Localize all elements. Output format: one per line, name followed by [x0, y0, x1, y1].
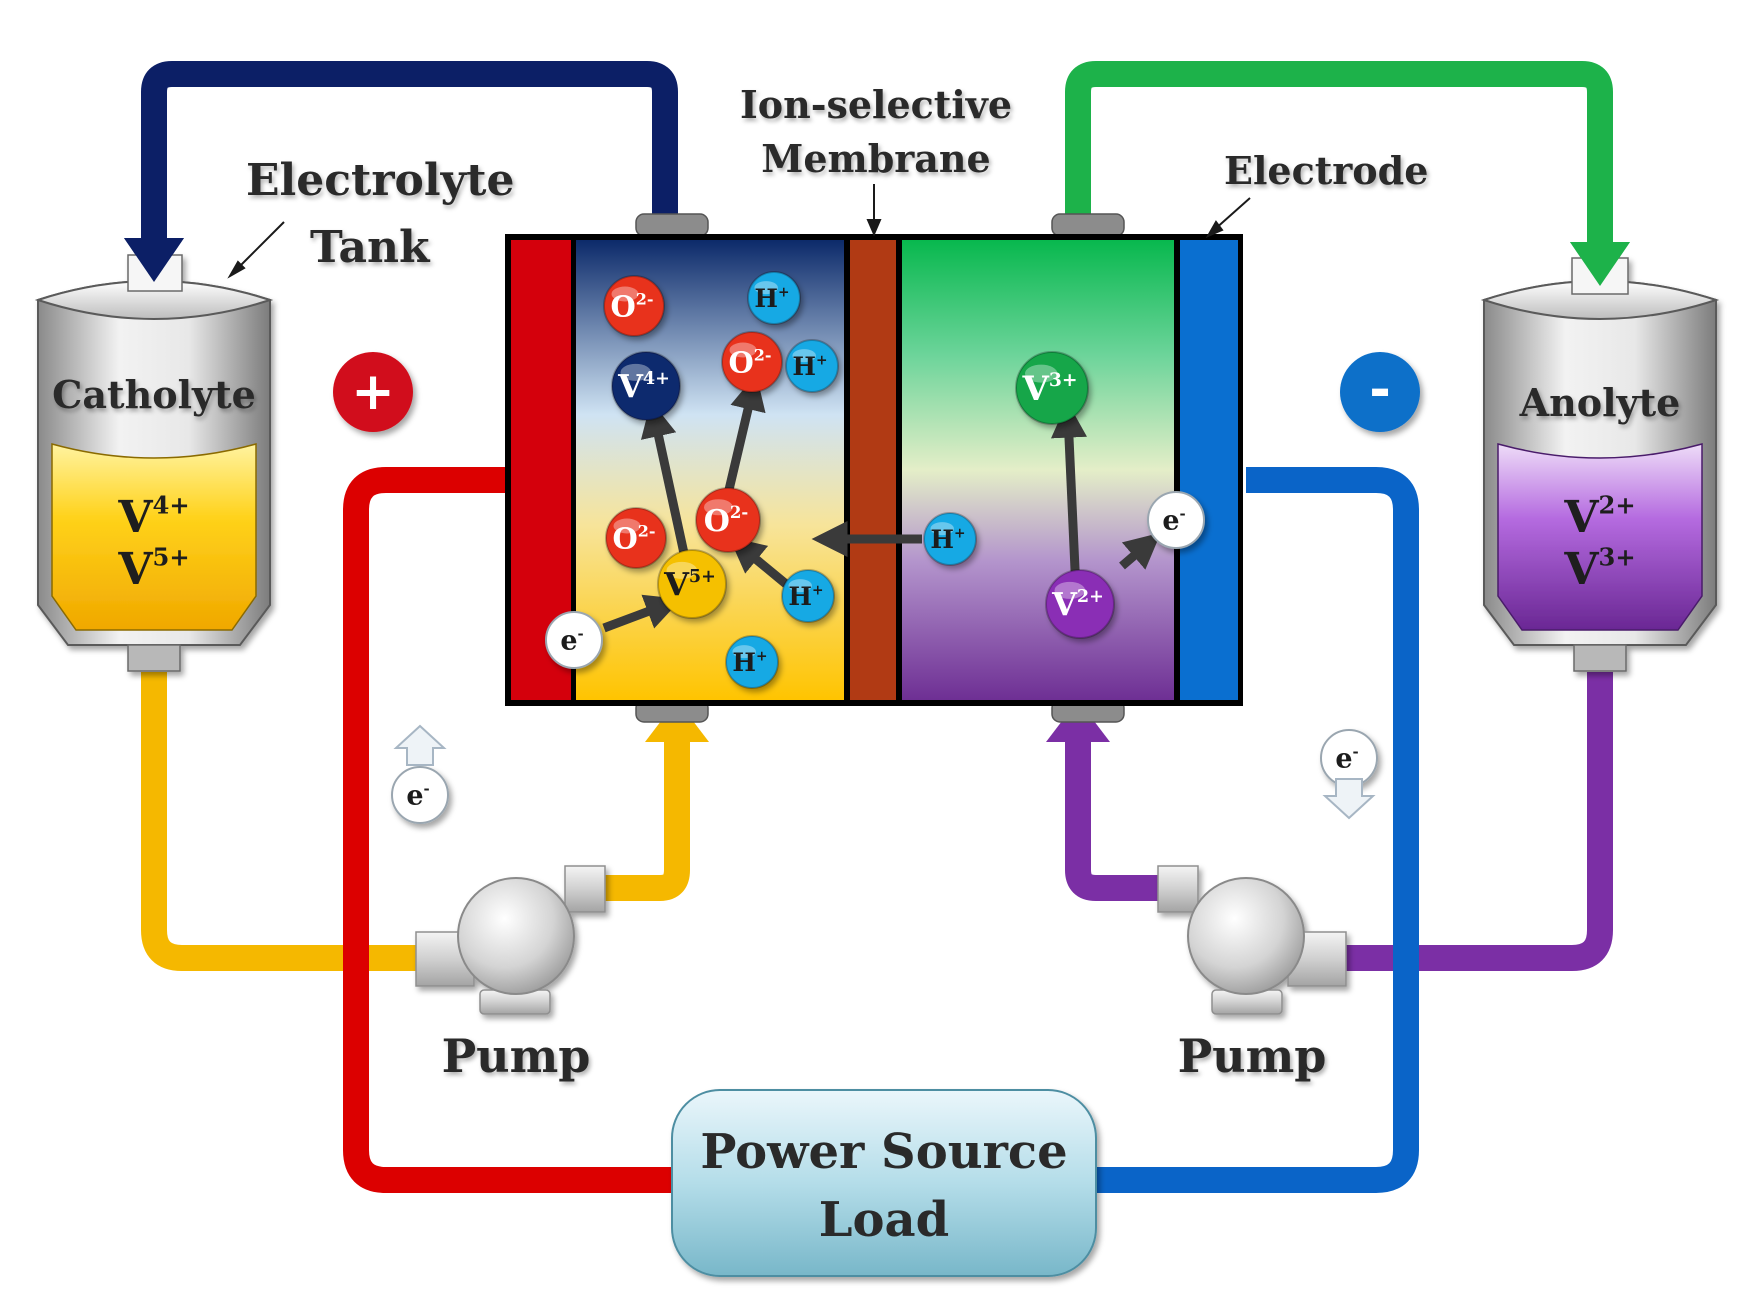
- ion-label-e-cell-right: e-: [1162, 504, 1185, 536]
- minus-sign: -: [1369, 360, 1391, 420]
- catholyte-inlet-arrowhead: [124, 238, 184, 282]
- electron-flow-left: [393, 724, 447, 766]
- ion-label-h-2: H+: [792, 352, 827, 381]
- ion-v5: V5+: [657, 549, 727, 619]
- anolyte-return-pipe: [1065, 738, 1162, 901]
- plus-sign: +: [351, 362, 395, 422]
- ion-e-wire-right: e-: [1320, 729, 1378, 787]
- ion-label-h-membrane: H+: [930, 525, 965, 554]
- electrode-label: Electrode: [1224, 148, 1428, 193]
- ion-label-e-cell-left: e-: [560, 624, 583, 656]
- ion-label-v5: V5+: [663, 566, 716, 604]
- catholyte-ion-label-2: V5+: [117, 543, 189, 595]
- ion-o-1: O2-: [603, 275, 665, 337]
- ion-h-membrane: H+: [923, 512, 977, 566]
- ion-h-2: H+: [785, 339, 839, 393]
- right-pump-label: Pump: [1178, 1029, 1327, 1083]
- top-left-pipe: [141, 61, 678, 242]
- ion-v3: V3+: [1015, 351, 1089, 425]
- top-right-pipe: [1065, 61, 1613, 246]
- electrolyte-tank-label-line2: Tank: [310, 222, 431, 273]
- anolyte-ion-label-2: V3+: [1563, 543, 1635, 595]
- catholyte-liquid: [51, 443, 257, 631]
- ion-label-o-4: O2-: [704, 503, 748, 539]
- catholyte-ions: V4+V5+: [117, 491, 189, 595]
- anode-half-cell: [902, 240, 1174, 700]
- ion-h-4: H+: [725, 635, 779, 689]
- ion-label-v3: V3+: [1021, 369, 1077, 409]
- ion-label-h-4: H+: [732, 648, 767, 677]
- ion-label-h-1: H+: [754, 284, 789, 313]
- ion-label-v2: V2+: [1051, 586, 1104, 624]
- ion-o-2: O2-: [721, 331, 783, 393]
- reaction-arrows: [602, 373, 1161, 633]
- electrolyte-tank-label-line1: Electrolyte: [246, 155, 515, 206]
- catholyte-return-pipe: [600, 738, 690, 901]
- anolyte-ion-label-1: V2+: [1563, 491, 1635, 543]
- ion-label-o-2: O2-: [729, 345, 772, 379]
- ion-selective-membrane: [850, 240, 896, 700]
- anolyte-inlet-arrowhead: [1570, 242, 1630, 286]
- anolyte-ions: V2+V3+: [1563, 491, 1635, 595]
- ions: O2-H+V4+O2-H+O2-O2-V5+H+H+e-H+V3+V2+e-e-…: [391, 271, 1378, 824]
- catholyte-tank: [34, 254, 274, 672]
- positive-wire: [343, 467, 688, 1193]
- load-label: Load: [819, 1192, 949, 1248]
- ion-v2: V2+: [1045, 569, 1115, 639]
- ion-label-e-wire-right: e-: [1335, 742, 1358, 774]
- negative-wire: [1080, 467, 1419, 1193]
- pipes: [124, 61, 1630, 1193]
- anolyte-tank: [1480, 257, 1720, 672]
- ion-v4: V4+: [611, 351, 681, 421]
- membrane-label-line2: Membrane: [761, 136, 990, 181]
- positive-terminal: +: [333, 352, 413, 432]
- ion-o-3: O2-: [605, 507, 667, 569]
- catholyte-label: Catholyte: [52, 372, 256, 417]
- left-pump-label: Pump: [442, 1029, 591, 1083]
- anolyte-liquid: [1497, 443, 1703, 631]
- power-source-label: Power Source: [700, 1124, 1067, 1180]
- ion-e-cell-right: e-: [1147, 491, 1205, 549]
- anolyte-label: Anolyte: [1519, 380, 1681, 425]
- anolyte-pipe: [1342, 672, 1613, 971]
- ion-e-cell-left: e-: [545, 611, 603, 669]
- label-leaders: [227, 184, 1251, 279]
- pump-left[interactable]: [415, 865, 606, 1015]
- ion-label-o-1: O2-: [611, 289, 654, 323]
- negative-electrode: [1180, 240, 1238, 700]
- membrane-label-line1: Ion-selective: [740, 82, 1012, 127]
- catholyte-pipe: [141, 672, 420, 971]
- ion-h-1: H+: [747, 271, 801, 325]
- ion-label-v4: V4+: [617, 368, 670, 406]
- power-source-load-box[interactable]: Power Source Load: [671, 1089, 1097, 1277]
- ion-h-3: H+: [781, 569, 835, 623]
- electron-flow-right: [1322, 778, 1376, 820]
- ion-e-wire-left: e-: [391, 766, 449, 824]
- negative-terminal: -: [1340, 352, 1420, 432]
- ion-label-h-3: H+: [788, 582, 823, 611]
- ion-label-e-wire-left: e-: [406, 779, 429, 811]
- ion-label-o-3: O2-: [613, 521, 656, 555]
- ion-o-4: O2-: [695, 487, 761, 553]
- pump-right[interactable]: [1157, 865, 1347, 1015]
- catholyte-ion-label-1: V4+: [117, 491, 189, 543]
